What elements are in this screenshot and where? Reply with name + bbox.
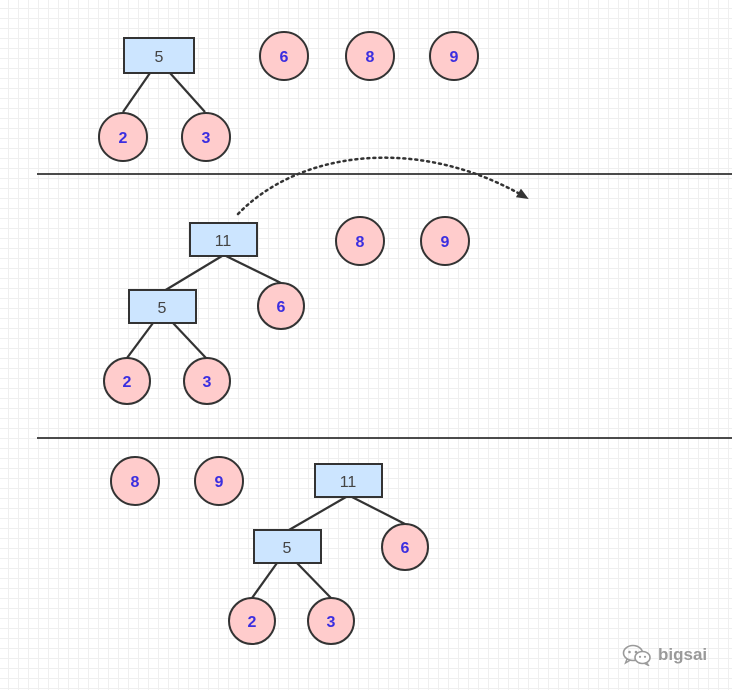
wechat-icon [622,644,652,666]
edge-5-2 [251,562,278,599]
tree-node-label: 5 [283,540,292,557]
edge-5-2 [122,72,151,113]
leaf-node-6: 6 [257,282,305,330]
edge-11-5 [288,496,347,531]
edge-5-3 [172,322,207,359]
leaf-node-label: 6 [401,540,410,557]
tree-node-label: 11 [340,474,357,491]
leaf-node-label: 3 [327,614,336,631]
edge-5-3 [169,72,206,113]
move-arrow [236,156,529,216]
watermark: bigsai [622,644,707,666]
tree-node-5: 5 [128,289,197,324]
leaf-node-8: 8 [345,31,395,81]
leaf-node-8: 8 [110,456,160,506]
leaf-node-9: 9 [194,456,244,506]
leaf-node-9: 9 [429,31,479,81]
leaf-node-2: 2 [98,112,148,162]
leaf-node-label: 8 [131,474,140,491]
leaf-node-label: 8 [366,49,375,66]
tree-node-label: 5 [155,49,164,66]
watermark-text: bigsai [658,645,708,664]
leaf-node-9: 9 [420,216,470,266]
edge-5-3 [296,562,332,599]
leaf-node-label: 3 [202,130,211,147]
leaf-node-label: 8 [356,234,365,251]
tree-node-label: 11 [215,233,232,250]
leaf-node-label: 6 [277,299,286,316]
leaf-node-6: 6 [381,523,429,571]
leaf-node-label: 2 [119,130,128,147]
leaf-node-2: 2 [228,597,276,645]
leaf-node-label: 9 [441,234,450,251]
leaf-node-label: 9 [215,474,224,491]
tree-node-5: 5 [123,37,195,74]
leaf-node-3: 3 [181,112,231,162]
leaf-node-6: 6 [259,31,309,81]
tree-node-5: 5 [253,529,322,564]
leaf-node-label: 2 [123,374,132,391]
tree-node-label: 5 [158,300,167,317]
leaf-node-8: 8 [335,216,385,266]
panel-3: 11 5 8 9 6 2 3 [110,456,429,645]
edge-11-6 [351,496,406,525]
leaf-node-label: 9 [450,49,459,66]
edge-11-6 [225,255,282,284]
edge-5-2 [126,322,154,359]
panel-1: 5 2 3 6 8 9 [98,31,479,162]
tree-node-11: 11 [189,222,258,257]
leaf-node-label: 3 [203,374,212,391]
leaf-node-label: 2 [248,614,257,631]
leaf-node-2: 2 [103,357,151,405]
tree-node-11: 11 [314,463,383,498]
leaf-node-3: 3 [183,357,231,405]
leaf-node-label: 6 [280,49,289,66]
panel-2: 11 5 6 2 3 8 9 [103,156,529,405]
edge-11-5 [163,255,223,292]
leaf-node-3: 3 [307,597,355,645]
